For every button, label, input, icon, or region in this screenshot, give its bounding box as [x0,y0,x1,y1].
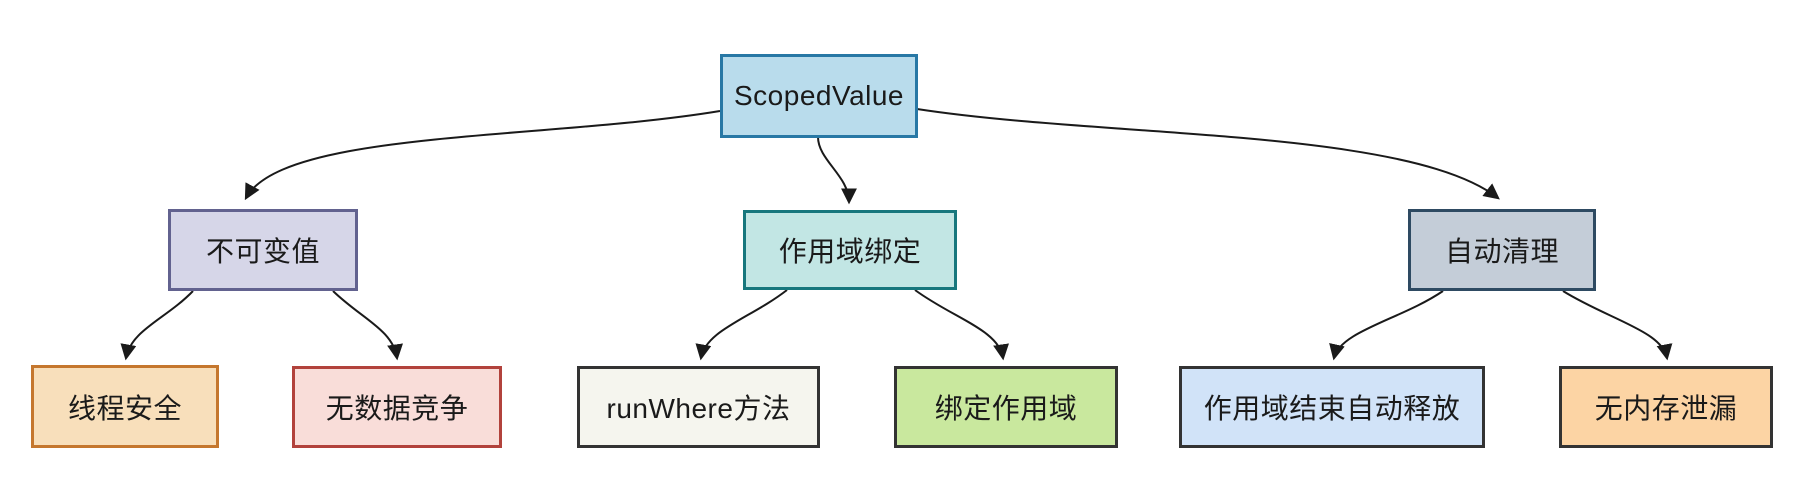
node-thread-safe-label: 线程安全 [67,392,182,424]
node-scope-end-auto-release-label: 作用域结束自动释放 [1203,393,1461,424]
edge-auto-cleanup-to-no-memory-leak [1562,290,1673,361]
node-scope-binding: 作用域绑定 [743,210,957,290]
edge-immutable-to-thread-safe [120,290,194,361]
node-thread-safe: 线程安全 [31,365,219,448]
node-runwhere-method: runWhere方法 [577,366,820,448]
node-runwhere-method-label: runWhere方法 [606,393,791,424]
edge-scopedvalue-to-auto-cleanup [916,108,1500,200]
node-scoped-value: ScopedValue [720,54,918,138]
node-bind-scope-label: 绑定作用域 [934,393,1078,424]
node-no-data-race-label: 无数据竞争 [325,393,469,424]
node-scope-end-auto-release: 作用域结束自动释放 [1179,366,1485,448]
edge-immutable-to-no-data-race [332,290,403,361]
node-immutable-value-label: 不可变值 [205,236,320,267]
node-bind-scope: 绑定作用域 [894,366,1118,448]
node-no-memory-leak: 无内存泄漏 [1559,366,1773,448]
node-auto-cleanup-label: 自动清理 [1444,236,1559,267]
node-immutable-value: 不可变值 [168,209,358,291]
edge-scopedvalue-to-scope-binding [817,136,857,205]
edge-scope-binding-to-runwhere [695,289,788,361]
node-scoped-value-label: ScopedValue [734,80,904,111]
node-scope-binding-label: 作用域绑定 [778,236,922,267]
node-no-memory-leak-label: 无内存泄漏 [1594,393,1738,424]
node-no-data-race: 无数据竞争 [292,366,502,448]
edge-auto-cleanup-to-auto-release [1329,290,1444,361]
node-auto-cleanup: 自动清理 [1408,209,1596,291]
edge-scope-binding-to-bind-scope [914,289,1009,361]
edge-scopedvalue-to-immutable [244,110,721,201]
